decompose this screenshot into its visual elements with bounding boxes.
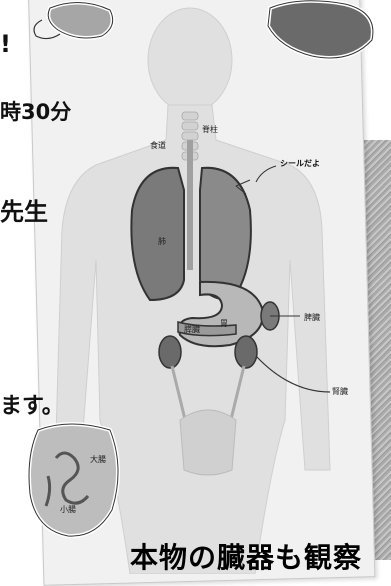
label-kidney: 腎臓 bbox=[332, 387, 348, 396]
label-small-intestine: 小腸 bbox=[60, 505, 76, 514]
label-large-intestine: 大腸 bbox=[90, 455, 106, 464]
brain-sticker bbox=[33, 0, 115, 40]
kidney-left bbox=[158, 335, 182, 369]
label-spleen: 脾臓 bbox=[304, 313, 320, 322]
sticker-callout: シールだよ bbox=[280, 159, 320, 168]
time-text: 時30分 bbox=[0, 100, 72, 124]
exclamation-mark: ! bbox=[0, 30, 11, 58]
bottom-banner-text: 本物の臓器も観察 bbox=[130, 541, 363, 574]
teacher-text: 先生 bbox=[0, 198, 48, 226]
label-pancreas: 膵臓 bbox=[184, 325, 200, 334]
label-esophagus: 食道 bbox=[150, 141, 166, 150]
kidney-right bbox=[234, 335, 258, 369]
pancreas bbox=[177, 321, 237, 337]
left-lung bbox=[130, 166, 185, 302]
label-stomach: 胃 bbox=[220, 319, 228, 328]
masu-text: ます。 bbox=[0, 394, 64, 419]
intestine-sticker bbox=[27, 422, 120, 539]
liver-sticker bbox=[265, 0, 375, 60]
label-spine: 脊柱 bbox=[202, 125, 218, 134]
label-lung: 肺 bbox=[158, 237, 166, 246]
anatomy-illustration bbox=[27, 0, 375, 574]
